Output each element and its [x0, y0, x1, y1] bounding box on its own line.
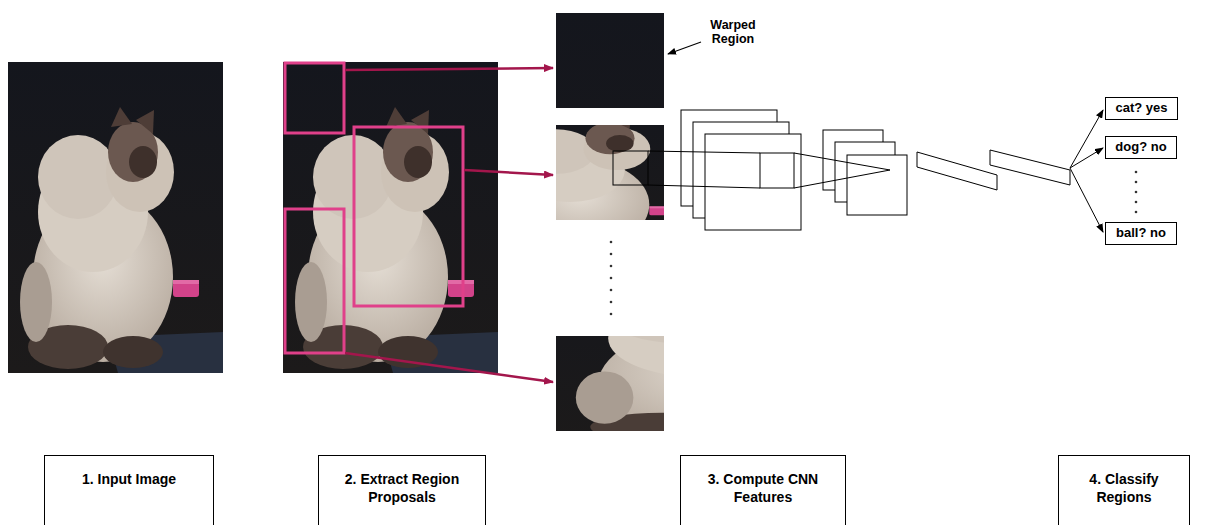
output-arrows	[1070, 110, 1103, 232]
class-box: dog? no	[1105, 136, 1177, 159]
input-image	[8, 62, 223, 373]
callout-arrow	[668, 42, 701, 54]
step-box: 3. Compute CNN Features	[680, 455, 846, 525]
class-label: cat? yes	[1115, 100, 1167, 117]
step-label: 3. Compute CNN Features	[689, 470, 837, 506]
fc-layers	[917, 150, 1070, 190]
proposal-image	[283, 62, 498, 373]
warped-region	[554, 240, 941, 444]
receptive-field	[613, 151, 890, 188]
step-box: 2. Extract Region Proposals	[318, 455, 486, 525]
warped-region	[487, 91, 698, 256]
warp-arrows	[345, 68, 553, 382]
step-label: 4. Classify Regions	[1067, 470, 1181, 506]
class-label: dog? no	[1115, 139, 1166, 156]
step-label: 1. Input Image	[82, 470, 176, 488]
class-label: ball? no	[1116, 225, 1166, 242]
step-box: 1. Input Image	[44, 455, 214, 525]
conv-layers	[681, 110, 907, 230]
callout-label: Warped Region	[700, 18, 766, 47]
proposal-boxes	[285, 63, 463, 353]
ellipsis-dots	[1135, 171, 1138, 214]
class-box: ball? no	[1105, 222, 1177, 245]
class-box: cat? yes	[1105, 97, 1178, 120]
ellipsis-dots	[610, 241, 613, 316]
step-label: 2. Extract Region Proposals	[327, 470, 477, 506]
step-box: 4. Classify Regions	[1058, 455, 1190, 525]
